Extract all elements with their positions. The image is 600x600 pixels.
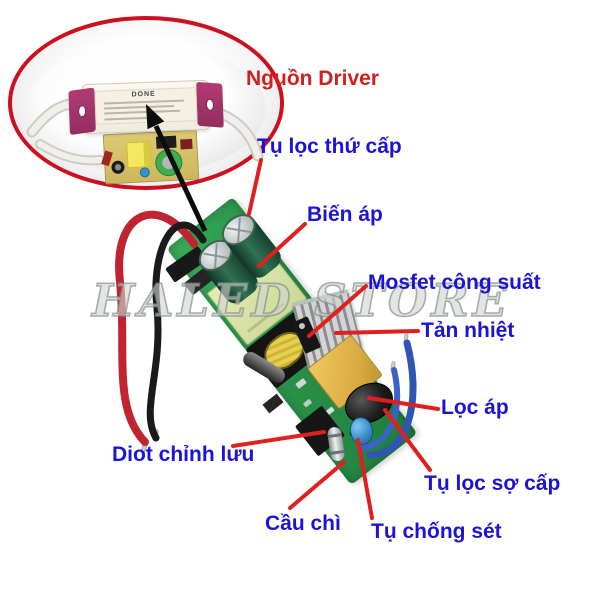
wire-tip <box>390 360 396 372</box>
callout-line-tu-loc-thu-cap <box>247 158 263 216</box>
label-bien-ap: Biến áp <box>307 203 383 226</box>
driver-pcb <box>165 196 418 486</box>
driver-module-inset-photo: DONE <box>8 16 284 190</box>
mounting-hole <box>77 104 87 118</box>
label-text-line <box>103 99 184 105</box>
mounting-tab-right <box>196 81 224 128</box>
inset-black-capacitor <box>111 160 125 175</box>
driver-label: DONE <box>94 87 198 125</box>
wire-tip <box>403 332 409 345</box>
label-tan-nhiet: Tản nhiệt <box>421 319 515 342</box>
inset-bare-pcb <box>101 129 200 185</box>
driver-brand-text: DONE <box>131 90 156 99</box>
inset-connector <box>180 138 193 150</box>
label-tu-chong-set: Tụ chống sét <box>371 520 502 543</box>
label-tu-loc-so-cap: Tụ lọc sợ cấp <box>424 472 561 495</box>
label-tu-loc-thu-cap: Tụ lọc thứ cấp <box>257 135 402 158</box>
label-cau-chi: Cầu chì <box>265 512 341 535</box>
label-diot-chinh-luu: Diot chỉnh lưu <box>112 443 255 466</box>
mounting-hole <box>205 98 215 112</box>
inset-transformer <box>126 141 152 169</box>
label-nguon-driver: Nguồn Driver <box>246 67 380 90</box>
mounting-tab-left <box>68 87 96 136</box>
inset-blue-capacitor <box>139 167 151 178</box>
wire-tip <box>152 428 159 442</box>
callout-line-cau-chi <box>288 460 346 510</box>
control-ic <box>262 393 284 414</box>
label-text-line <box>103 105 175 110</box>
label-loc-ap: Lọc áp <box>441 396 509 419</box>
label-text-line <box>104 109 181 115</box>
inset-green-capacitor <box>154 148 184 177</box>
label-mosfet-cong-suat: Mosfet công suất <box>368 271 541 294</box>
driver-enclosure: DONE <box>68 79 224 136</box>
label-text-line <box>104 116 157 121</box>
inset-ic <box>155 135 177 149</box>
